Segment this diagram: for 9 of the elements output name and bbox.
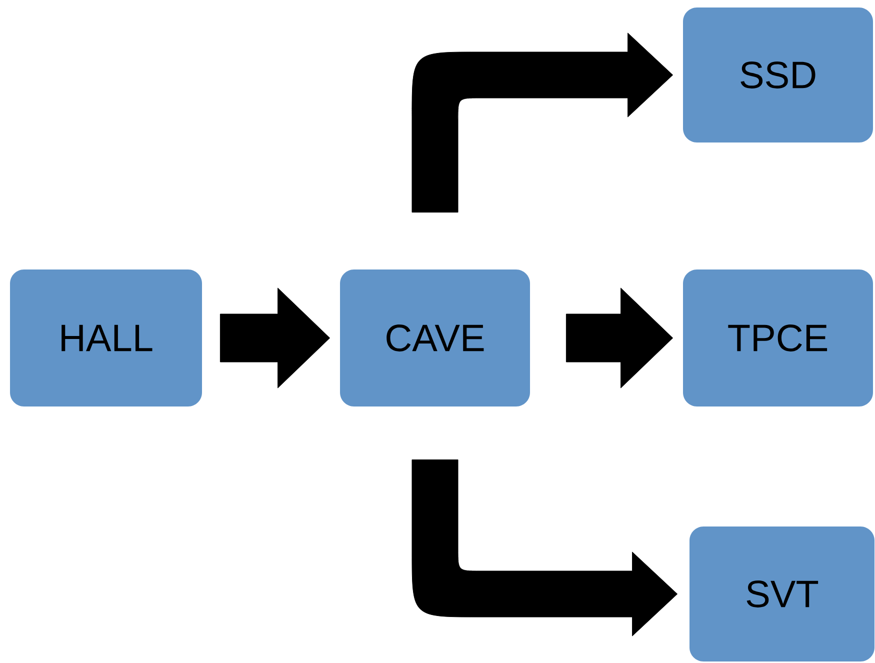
block-arrow bbox=[412, 459, 678, 636]
process-box: SSD bbox=[683, 8, 873, 142]
block-arrow bbox=[566, 288, 674, 388]
process-box: CAVE bbox=[340, 270, 530, 406]
block-arrow bbox=[220, 288, 330, 388]
process-box: TPCE bbox=[683, 270, 873, 406]
process-box: HALL bbox=[10, 270, 202, 406]
block-arrow bbox=[412, 32, 674, 213]
process-box: SVT bbox=[690, 526, 874, 662]
